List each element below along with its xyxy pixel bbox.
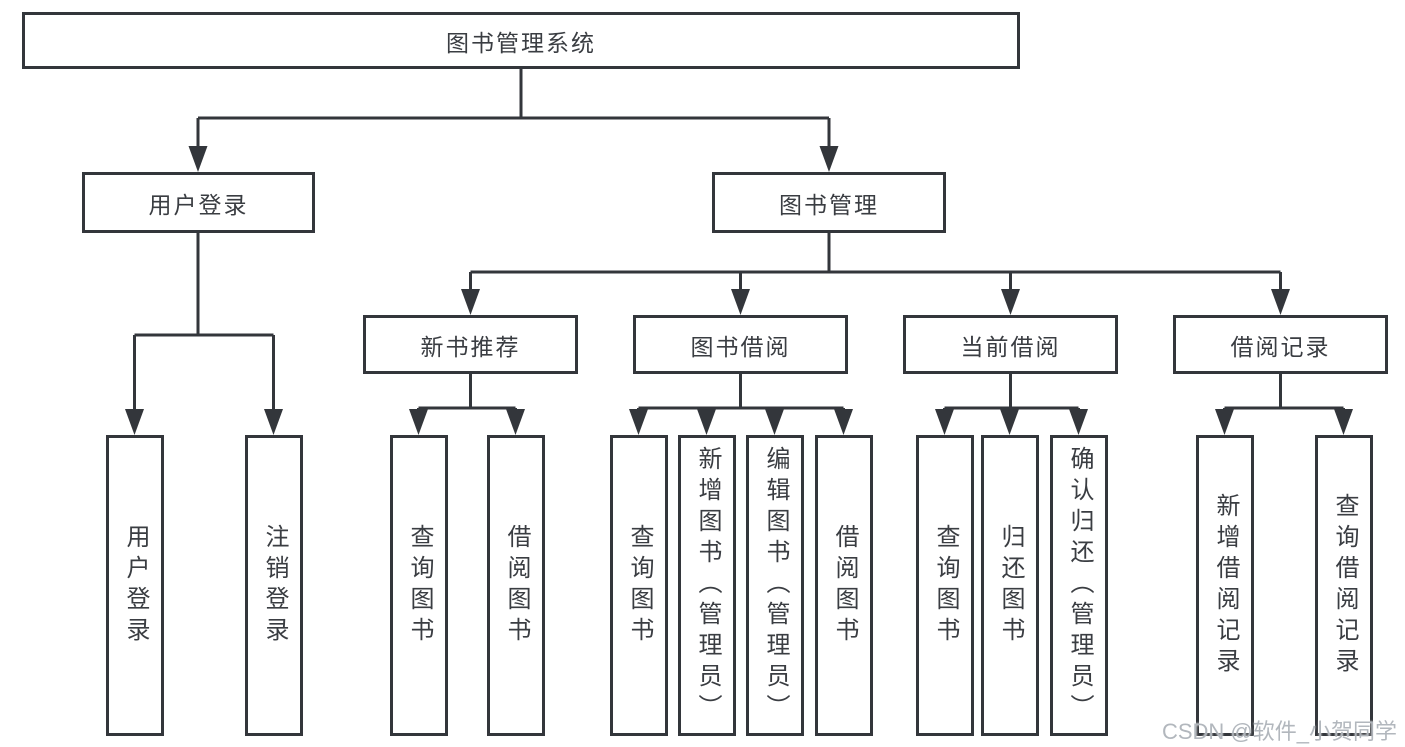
- leaf-confirm-return-admin-label: 确认归还（管理员）: [1066, 446, 1093, 725]
- group-borrow-record-label: 借阅记录: [1230, 333, 1331, 360]
- csdn-watermark: CSDN @软件_小贺同学: [1161, 719, 1397, 744]
- connector-bookborrow-to-leaves: [637, 373, 845, 412]
- root-node-library-system: 图书管理系统: [22, 12, 1020, 69]
- leaf-confirm-return-admin: 确认归还（管理员）: [1050, 435, 1108, 736]
- leaf-newbook-query-books-label: 查询图书: [406, 523, 433, 648]
- leaf-add-book-admin-label: 新增图书（管理员）: [694, 446, 721, 725]
- leaf-newbook-query-books: 查询图书: [390, 435, 448, 736]
- branch-user-login-label: 用户登录: [148, 191, 249, 218]
- leaf-borrow-query-books: 查询图书: [610, 435, 668, 736]
- leaf-newbook-borrow-books: 借阅图书: [487, 435, 545, 736]
- group-current-borrow: 当前借阅: [903, 315, 1118, 374]
- group-current-borrow-label: 当前借阅: [960, 333, 1061, 360]
- connector-userlogin-to-leaves: [133, 232, 275, 412]
- leaf-user-login-label: 用户登录: [122, 523, 149, 648]
- leaf-current-query-books: 查询图书: [916, 435, 974, 736]
- connector-currentborrow-to-leaves: [943, 373, 1080, 412]
- connector-root-to-level2: [196, 68, 831, 152]
- group-borrow-record: 借阅记录: [1173, 315, 1388, 374]
- leaf-borrow-borrow-books-label: 借阅图书: [831, 523, 858, 648]
- leaf-add-book-admin: 新增图书（管理员）: [678, 435, 736, 736]
- connector-borrowrecord-to-leaves: [1223, 373, 1345, 412]
- leaf-borrow-borrow-books: 借阅图书: [815, 435, 873, 736]
- connector-newbook-to-leaves: [417, 373, 517, 412]
- leaf-newbook-borrow-books-label: 借阅图书: [503, 523, 530, 648]
- leaf-edit-book-admin: 编辑图书（管理员）: [746, 435, 804, 736]
- leaf-query-borrow-record: 查询借阅记录: [1315, 435, 1373, 736]
- root-node-label: 图书管理系统: [446, 29, 596, 56]
- leaf-logout-label: 注销登录: [261, 523, 288, 648]
- leaf-user-login: 用户登录: [106, 435, 164, 736]
- leaf-current-query-books-label: 查询图书: [932, 523, 959, 648]
- connector-bookmgmt-to-groups: [469, 232, 1282, 294]
- leaf-return-books: 归还图书: [981, 435, 1039, 736]
- leaf-add-borrow-record: 新增借阅记录: [1196, 435, 1254, 736]
- leaf-edit-book-admin-label: 编辑图书（管理员）: [762, 446, 789, 725]
- leaf-query-borrow-record-label: 查询借阅记录: [1331, 492, 1358, 679]
- leaf-add-borrow-record-label: 新增借阅记录: [1212, 492, 1239, 679]
- leaf-logout: 注销登录: [245, 435, 303, 736]
- branch-user-login: 用户登录: [82, 172, 315, 233]
- branch-book-management: 图书管理: [712, 172, 946, 233]
- branch-book-management-label: 图书管理: [779, 191, 879, 218]
- arrowheads: [125, 146, 1353, 435]
- group-book-borrow-label: 图书借阅: [690, 333, 791, 360]
- group-new-book-recommend: 新书推荐: [363, 315, 578, 374]
- group-new-book-recommend-label: 新书推荐: [420, 333, 521, 360]
- group-book-borrow: 图书借阅: [633, 315, 848, 374]
- leaf-return-books-label: 归还图书: [997, 523, 1024, 648]
- leaf-borrow-query-books-label: 查询图书: [626, 523, 653, 648]
